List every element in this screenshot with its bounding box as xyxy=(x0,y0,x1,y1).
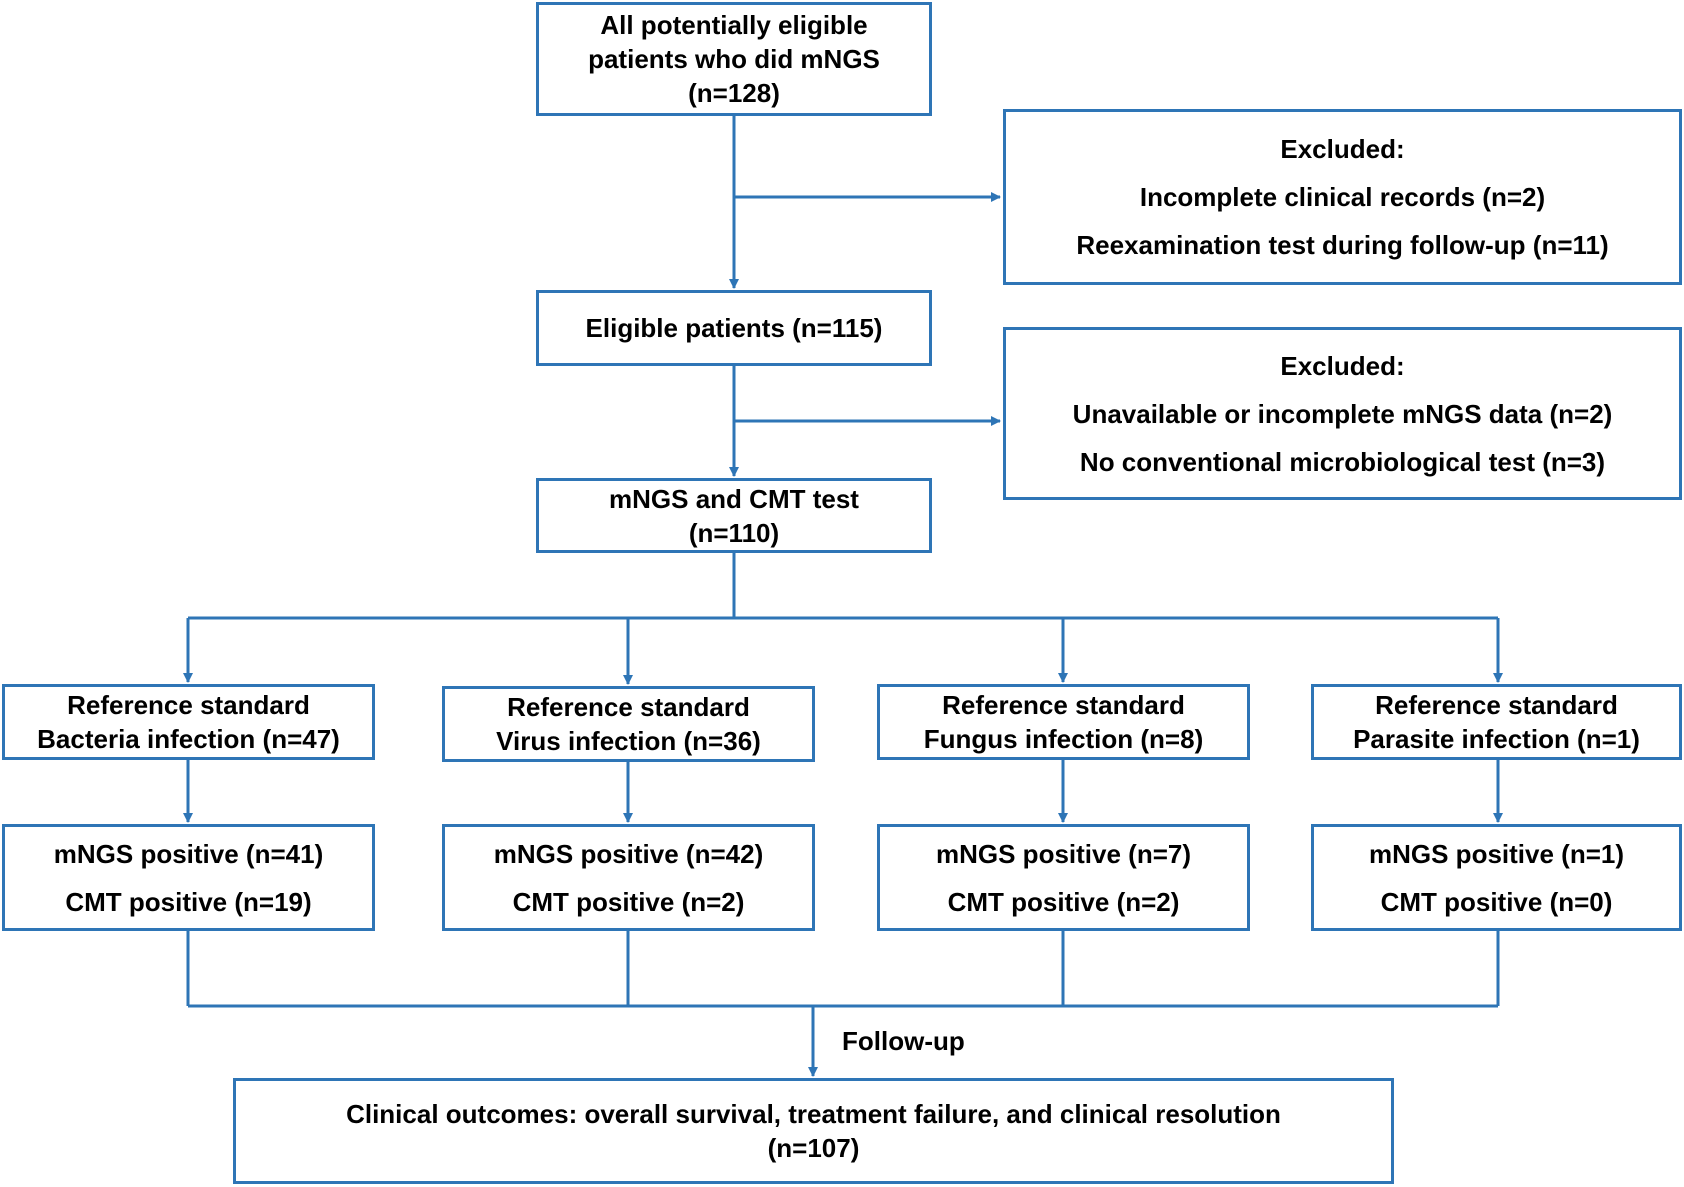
box-line: (n=107) xyxy=(767,1133,860,1163)
box-line: mNGS positive (n=41) xyxy=(53,838,324,869)
box-line: CMT positive (n=2) xyxy=(947,886,1180,917)
box-line: mNGS and CMT test xyxy=(609,483,859,514)
box-ref-fungus: Reference standard Fungus infection (n=8… xyxy=(877,684,1250,760)
excluded-title: Excluded: xyxy=(1280,134,1405,164)
box-line: mNGS positive (n=1) xyxy=(1369,838,1624,869)
box-line: Bacteria infection (n=47) xyxy=(37,724,340,754)
box-line: Clinical outcomes: overall survival, tre… xyxy=(346,1099,1281,1129)
box-line: Fungus infection (n=8) xyxy=(923,724,1204,754)
box-line: CMT positive (n=2) xyxy=(512,886,745,917)
box-mngs-cmt-test: mNGS and CMT test (n=110) xyxy=(536,478,932,553)
box-positive-virus: mNGS positive (n=42) CMT positive (n=2) xyxy=(442,824,815,931)
excluded-reason: Reexamination test during follow-up (n=1… xyxy=(1076,230,1609,260)
box-line: (n=110) xyxy=(688,517,780,548)
box-line: Virus infection (n=36) xyxy=(496,726,761,756)
box-clinical-outcomes: Clinical outcomes: overall survival, tre… xyxy=(233,1078,1394,1184)
box-line: All potentially eligible xyxy=(600,10,868,40)
follow-up-label: Follow-up xyxy=(842,1026,965,1056)
box-line: Reference standard xyxy=(942,690,1185,720)
box-excluded-2: Excluded: Unavailable or incomplete mNGS… xyxy=(1003,327,1682,500)
box-line: mNGS positive (n=42) xyxy=(493,838,764,869)
box-line: Reference standard xyxy=(1375,690,1618,720)
box-eligible-patients: Eligible patients (n=115) xyxy=(536,290,932,366)
box-positive-parasite: mNGS positive (n=1) CMT positive (n=0) xyxy=(1311,824,1682,931)
box-line: CMT positive (n=0) xyxy=(1380,886,1613,917)
box-positive-fungus: mNGS positive (n=7) CMT positive (n=2) xyxy=(877,824,1250,931)
excluded-reason: No conventional microbiological test (n=… xyxy=(1079,446,1606,477)
box-line: Parasite infection (n=1) xyxy=(1353,724,1640,754)
box-ref-parasite: Reference standard Parasite infection (n… xyxy=(1311,684,1682,760)
box-line: Reference standard xyxy=(67,690,310,720)
box-line: Eligible patients (n=115) xyxy=(585,313,883,343)
box-positive-bacteria: mNGS positive (n=41) CMT positive (n=19) xyxy=(2,824,375,931)
excluded-title: Excluded: xyxy=(1280,350,1405,381)
box-ref-virus: Reference standard Virus infection (n=36… xyxy=(442,686,815,762)
box-ref-bacteria: Reference standard Bacteria infection (n… xyxy=(2,684,375,760)
box-line: mNGS positive (n=7) xyxy=(936,838,1191,869)
box-all-eligible-patients: All potentially eligible patients who di… xyxy=(536,2,932,116)
box-line: Reference standard xyxy=(507,692,750,722)
box-line: CMT positive (n=19) xyxy=(65,886,312,917)
box-excluded-1: Excluded: Incomplete clinical records (n… xyxy=(1003,109,1682,285)
excluded-reason: Unavailable or incomplete mNGS data (n=2… xyxy=(1072,398,1613,429)
excluded-reason: Incomplete clinical records (n=2) xyxy=(1139,182,1546,212)
box-line: patients who did mNGS xyxy=(588,44,880,74)
box-line: (n=128) xyxy=(688,78,780,108)
